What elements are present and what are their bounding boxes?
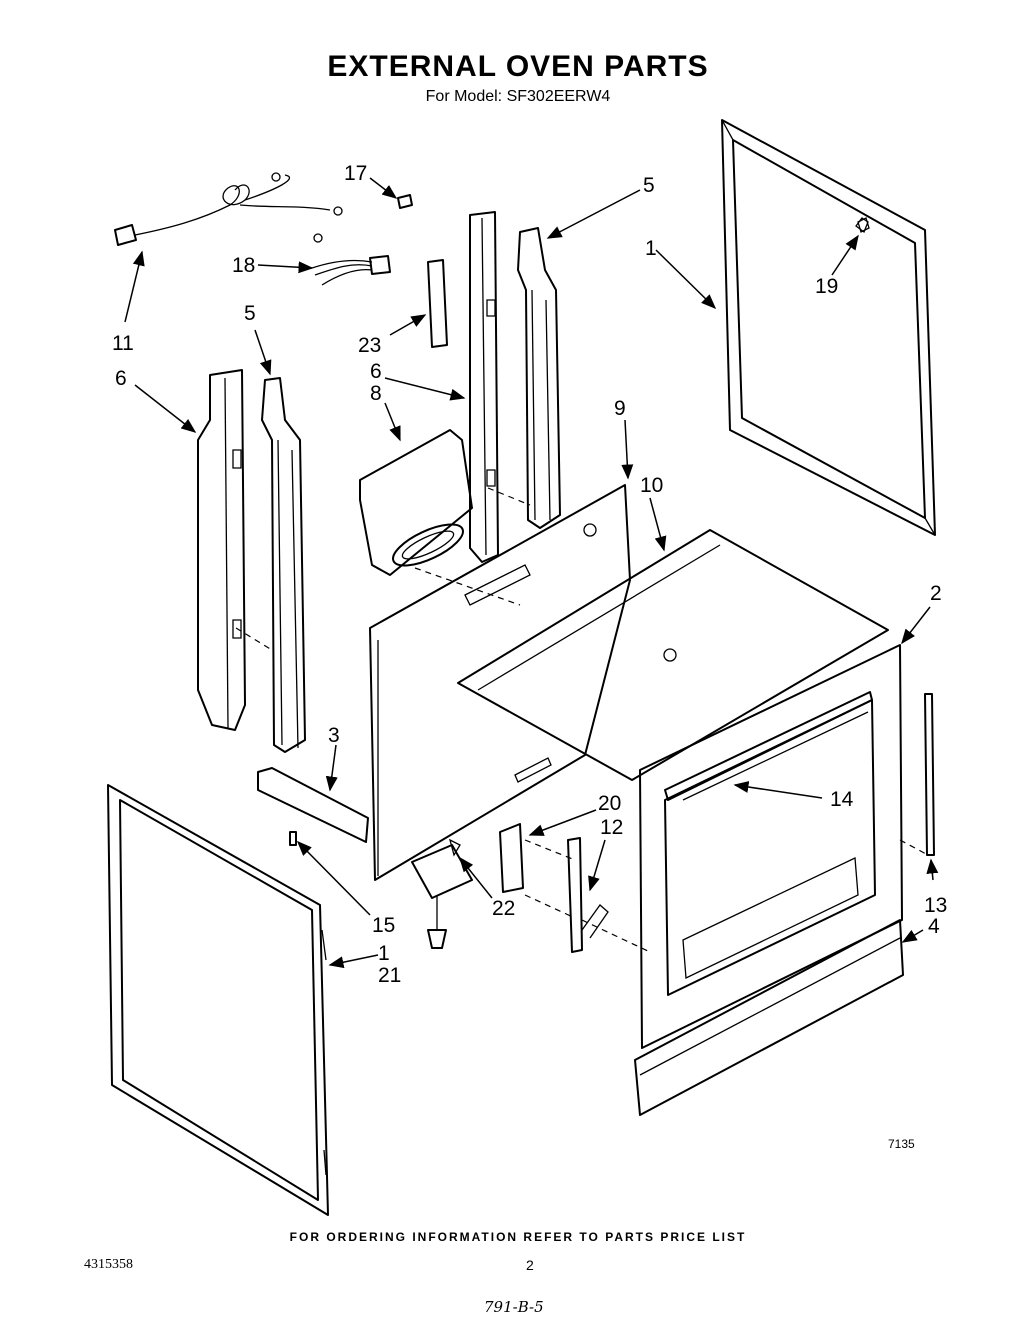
callout-1-bottom: 1 [378,942,390,965]
assembly-dashed-lines [235,487,929,953]
callout-2: 2 [930,582,942,605]
callout-8: 8 [370,382,382,405]
part-13-vertical-trim [924,693,935,856]
part-12-bracket [567,837,609,953]
callout-23: 23 [358,334,381,357]
callout-3: 3 [328,724,340,747]
part-1-side-panel-right [721,119,936,536]
part-20-clip [499,823,524,893]
callout-10: 10 [640,474,663,497]
callout-15: 15 [372,914,395,937]
callout-21: 21 [378,964,401,987]
callout-17: 17 [344,162,367,185]
callout-11: 11 [112,332,134,355]
callout-1-top: 1 [645,237,657,260]
part-19-clip [857,217,870,233]
callout-18: 18 [232,254,255,277]
callout-4: 4 [928,915,940,938]
part-18-wire-harness [311,255,391,286]
part-8-flue-duct [359,429,473,576]
part-4-kick-plate [634,919,904,1116]
handwritten-note: 791-B-5 [484,1298,544,1316]
callout-leaders [124,177,939,969]
callout-22: 22 [492,897,515,920]
callout-6-right: 6 [370,360,382,383]
callout-5-right: 5 [643,174,655,197]
part-17-clip [397,194,413,209]
part-14-trim-strip [664,691,873,801]
model-subtitle: For Model: SF302EERW4 [425,88,611,105]
callout-12: 12 [600,816,623,839]
part-21-leveling-leg [427,895,447,949]
part-15-screw [289,831,297,846]
part-11-power-cord [114,172,343,246]
callout-20: 20 [598,792,621,815]
figure-number: 7135 [888,1137,915,1151]
part-6-channel-right [469,211,499,563]
part-5-bracket-right [517,227,561,529]
part-1-side-panel-left [107,784,329,1216]
part-10-top-panel [457,529,889,781]
callout-14: 14 [830,788,854,811]
callout-13: 13 [924,894,947,917]
page-title: EXTERNAL OVEN PARTS [327,50,709,83]
callout-9: 9 [614,397,626,420]
part-23-strip [427,259,448,348]
part-5-bracket-left [261,377,306,753]
callout-6-left: 6 [115,367,127,390]
page-number: 2 [526,1257,534,1273]
document-number: 4315358 [84,1257,133,1272]
callout-19: 19 [815,275,838,298]
part-9-rear-panel [369,484,631,881]
ordering-note: FOR ORDERING INFORMATION REFER TO PARTS … [289,1230,747,1244]
part-22-leg-bracket [411,838,473,899]
callout-5-left: 5 [244,302,256,325]
part-6-channel-left [197,369,246,731]
part-3-bottom-rail [257,767,369,843]
